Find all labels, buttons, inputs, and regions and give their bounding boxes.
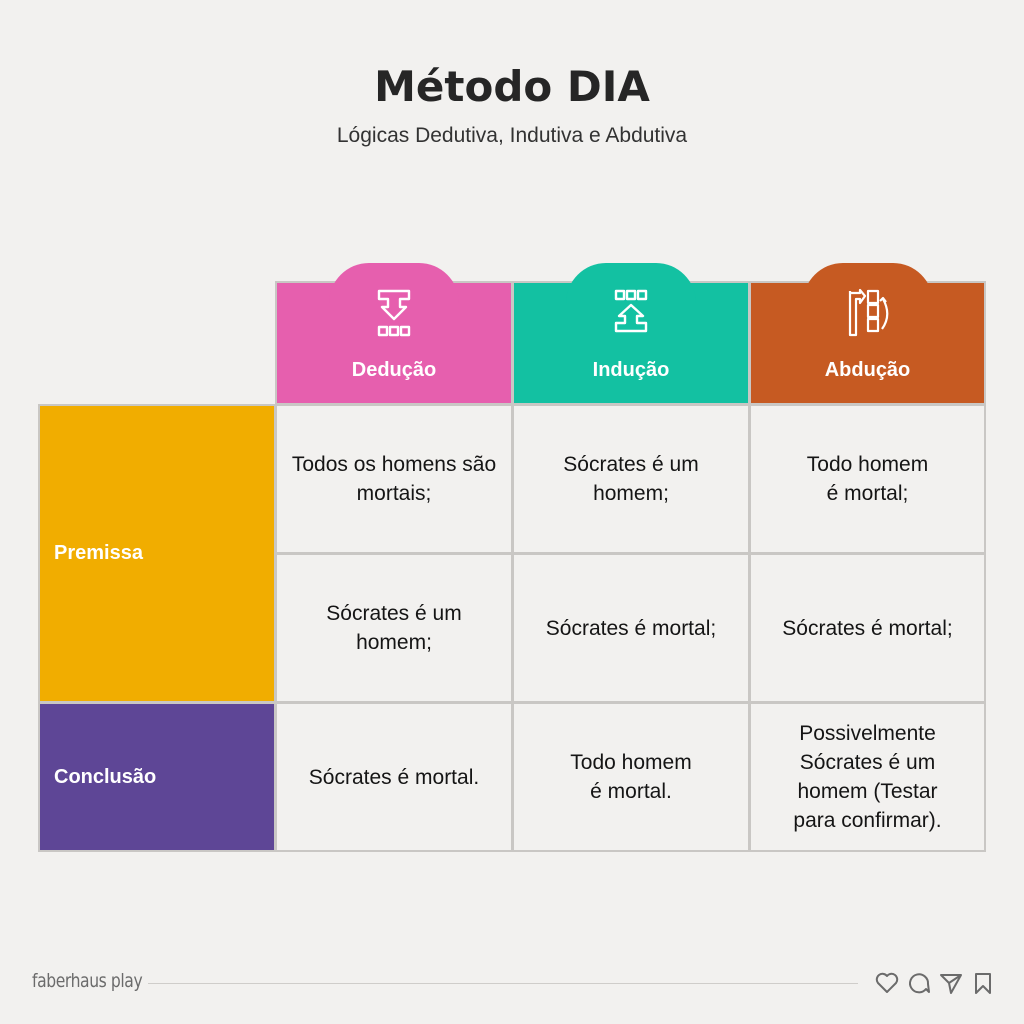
- header-tab-bump: [329, 263, 459, 303]
- cell-premise2-deducao: Sócrates é um homem;: [275, 553, 513, 703]
- deduction-icon: [377, 289, 411, 337]
- page-title: Método DIA: [374, 62, 650, 111]
- cell-conclusion-inducao: Todo homem é mortal.: [512, 702, 750, 852]
- row-label: Conclusão: [54, 765, 157, 788]
- column-label: Abdução: [824, 359, 911, 381]
- comment-icon[interactable]: [906, 970, 932, 996]
- social-actions: [874, 970, 996, 996]
- heart-icon[interactable]: [874, 970, 900, 996]
- cell-premise1-inducao: Sócrates é um homem;: [512, 404, 750, 554]
- header-tab-bump: [566, 263, 696, 303]
- induction-icon: [614, 289, 648, 333]
- row-header-conclusao: Conclusão: [38, 702, 276, 852]
- brand-logo: faberhaus play: [32, 970, 143, 992]
- bookmark-icon[interactable]: [970, 970, 996, 996]
- column-header-inducao: Indução: [512, 263, 750, 405]
- share-icon[interactable]: [938, 970, 964, 996]
- column-label: Dedução: [351, 359, 437, 381]
- page-subtitle: Lógicas Dedutiva, Indutiva e Abdutiva: [336, 124, 688, 147]
- cell-premise1-abducao: Todo homem é mortal;: [749, 404, 986, 554]
- cell-premise1-deducao: Todos os homens são mortais;: [275, 404, 513, 554]
- cell-premise2-inducao: Sócrates é mortal;: [512, 553, 750, 703]
- cell-premise2-abducao: Sócrates é mortal;: [749, 553, 986, 703]
- cell-conclusion-abducao: Possivelmente Sócrates é um homem (Testa…: [749, 702, 986, 852]
- abduction-icon: [848, 288, 888, 337]
- column-header-deducao: Dedução: [275, 263, 513, 405]
- column-label: Indução: [592, 359, 670, 381]
- cell-conclusion-deducao: Sócrates é mortal.: [275, 702, 513, 852]
- footer-divider: [148, 983, 858, 984]
- row-label: Premissa: [54, 542, 143, 564]
- column-header-abducao: Abdução: [749, 263, 986, 405]
- row-header-premissa: Premissa: [38, 404, 276, 703]
